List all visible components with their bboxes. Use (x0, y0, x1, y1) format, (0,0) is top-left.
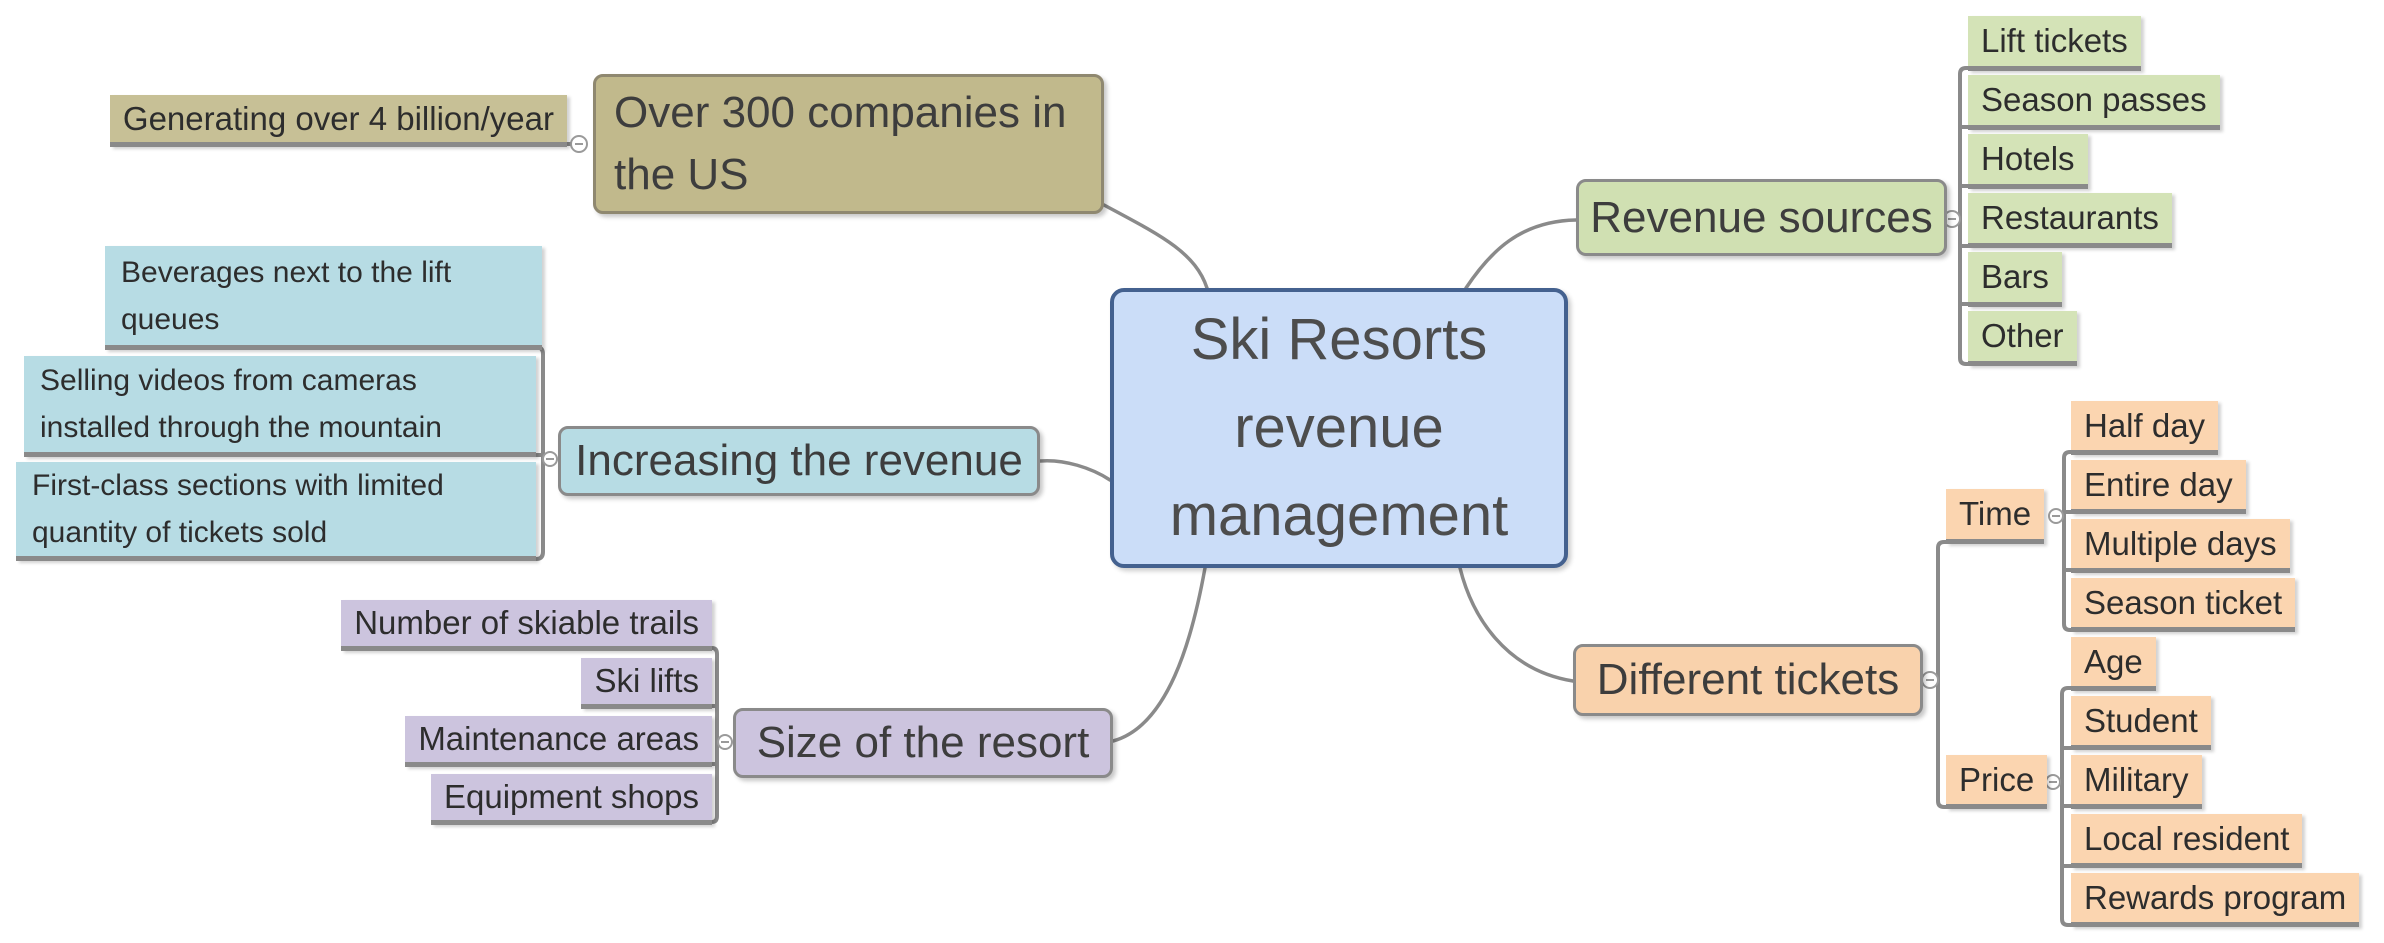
branch-increasing-revenue[interactable]: Increasing the revenue (558, 426, 1040, 496)
leaf-hotels[interactable]: Hotels (1968, 134, 2088, 189)
leaf-season-ticket[interactable]: Season ticket (2071, 578, 2296, 632)
branch-different-tickets[interactable]: Different tickets (1573, 644, 1923, 716)
leaf-selling-videos[interactable]: Selling videos from cameras installed th… (24, 356, 536, 457)
curve-center-to-companies (1102, 203, 1209, 290)
leaf-entire-day[interactable]: Entire day (2071, 460, 2246, 514)
leaf-season-passes[interactable]: Season passes (1968, 75, 2220, 130)
group-price[interactable]: Price (1946, 755, 2048, 809)
leaf-bars[interactable]: Bars (1968, 252, 2062, 307)
group-time[interactable]: Time (1946, 489, 2045, 544)
leaf-rewards-program[interactable]: Rewards program (2071, 873, 2360, 927)
bracket-time (2062, 450, 2074, 632)
bracket-size (709, 646, 719, 824)
leaf-generating-4-billion[interactable]: Generating over 4 billion/year (109, 95, 567, 147)
leaf-first-class-sections[interactable]: First-class sections with limited quanti… (16, 462, 536, 561)
leaf-skiable-trails[interactable]: Number of skiable trails (341, 600, 712, 651)
leaf-ski-lifts[interactable]: Ski lifts (581, 658, 712, 709)
collapse-toggle-icon[interactable] (570, 135, 588, 153)
collapse-toggle-icon[interactable] (542, 451, 558, 467)
leaf-maintenance-areas[interactable]: Maintenance areas (405, 716, 712, 767)
leaf-beverages-lift-queues[interactable]: Beverages next to the lift queues (105, 246, 542, 350)
curve-center-to-size (1111, 566, 1207, 743)
collapse-toggle-icon[interactable] (1921, 671, 1939, 689)
collapse-toggle-icon[interactable] (1943, 210, 1961, 228)
leaf-age[interactable]: Age (2071, 637, 2156, 691)
curve-center-to-increasing (1038, 458, 1112, 482)
branch-over-300-companies[interactable]: Over 300 companies in the US (593, 74, 1104, 214)
leaf-half-day[interactable]: Half day (2071, 401, 2219, 455)
node-root[interactable]: Ski Resorts revenue management (1110, 288, 1568, 568)
collapse-toggle-icon[interactable] (2048, 508, 2064, 524)
bracket-tickets-main (1936, 540, 1950, 809)
bracket-price (2060, 686, 2074, 927)
leaf-equipment-shops[interactable]: Equipment shops (431, 774, 712, 825)
leaf-local-resident[interactable]: Local resident (2071, 814, 2303, 868)
leaf-other[interactable]: Other (1968, 311, 2077, 366)
leaf-lift-tickets[interactable]: Lift tickets (1968, 16, 2141, 71)
leaf-military[interactable]: Military (2071, 755, 2202, 809)
leaf-multiple-days[interactable]: Multiple days (2071, 519, 2290, 573)
branch-revenue-sources[interactable]: Revenue sources (1576, 179, 1947, 256)
collapse-toggle-icon[interactable] (717, 734, 733, 750)
branch-size-of-resort[interactable]: Size of the resort (733, 708, 1113, 778)
leaf-restaurants[interactable]: Restaurants (1968, 193, 2172, 248)
curve-center-to-tickets (1458, 566, 1575, 683)
curve-center-to-revenue-sources (1464, 218, 1578, 290)
leaf-student[interactable]: Student (2071, 696, 2211, 750)
collapse-toggle-icon[interactable] (2045, 774, 2061, 790)
